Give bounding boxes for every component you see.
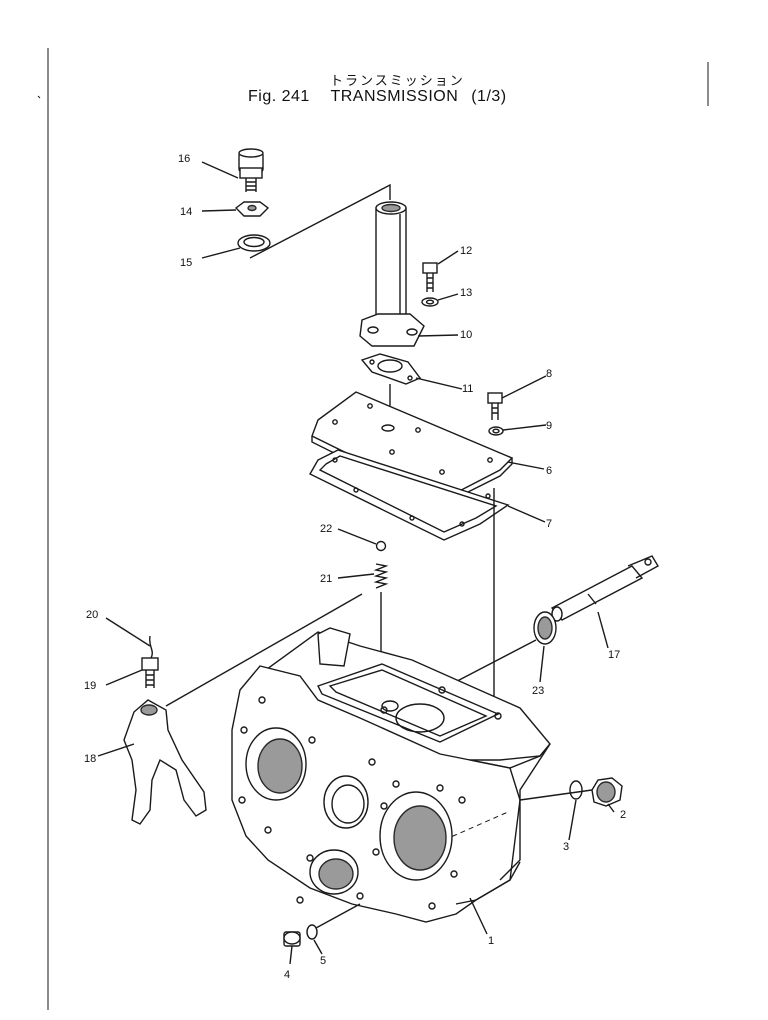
- callout-3: 3: [563, 841, 569, 853]
- callout-18: 18: [84, 753, 96, 765]
- callout-22: 22: [320, 523, 332, 535]
- page-margin-lines: [37, 48, 709, 1010]
- callout-4: 4: [284, 969, 290, 981]
- callout-9: 9: [546, 420, 552, 432]
- part-22-ball: [375, 540, 387, 552]
- callout-8: 8: [546, 368, 552, 380]
- part-3-o-ring: [569, 780, 583, 800]
- figure-number: Fig. 241: [248, 88, 310, 105]
- diagram-subtitle-japanese: トランスミッション: [330, 74, 465, 89]
- callout-15: 15: [180, 257, 192, 269]
- callout-21: 21: [320, 573, 332, 585]
- diagram-title: Fig. 241 TRANSMISSION (1/3): [248, 88, 507, 106]
- callout-6: 6: [546, 465, 552, 477]
- part-8-bolt: [487, 392, 503, 420]
- part-19-bolt: [141, 657, 159, 688]
- callout-7: 7: [546, 518, 552, 530]
- part-9-washer: [488, 426, 504, 436]
- callout-16: 16: [178, 153, 190, 165]
- figure-part: (1/3): [471, 88, 507, 105]
- part-2-plug: [591, 777, 623, 807]
- part-1-transmission-case: [231, 627, 551, 923]
- part-23-oil-seal: [533, 611, 557, 645]
- part-7-gasket: [309, 449, 510, 541]
- part-10-breather-pipe: [359, 201, 425, 347]
- callout-19: 19: [84, 680, 96, 692]
- figure-title: TRANSMISSION: [330, 88, 459, 105]
- callout-1: 1: [488, 935, 494, 947]
- callout-13: 13: [460, 287, 472, 299]
- part-13-washer: [421, 297, 439, 307]
- part-21-spring: [373, 563, 389, 589]
- callout-11: 11: [462, 383, 473, 395]
- callout-2: 2: [620, 809, 626, 821]
- callout-17: 17: [608, 649, 620, 661]
- callout-5: 5: [320, 955, 326, 967]
- callout-10: 10: [460, 329, 472, 341]
- part-17-shift-shaft: [550, 555, 659, 622]
- callout-14: 14: [180, 206, 192, 218]
- part-12-bolt: [422, 262, 438, 292]
- callout-12: 12: [460, 245, 472, 257]
- callout-23: 23: [532, 685, 544, 697]
- part-4-plug: [283, 931, 301, 947]
- callout-leader-lines: [97, 161, 615, 965]
- part-5-o-ring: [306, 924, 318, 940]
- callout-20: 20: [86, 609, 98, 621]
- part-20-lock-wire: [148, 635, 153, 661]
- part-14-nut: [234, 201, 270, 217]
- part-18-shift-fork: [123, 699, 207, 825]
- part-16-breather-cap: [238, 148, 264, 192]
- callout-labels: 1 2 3 4 5 6 7 8 9 10 11 12 13 14 15 16 1…: [84, 153, 626, 981]
- part-15-washer: [237, 234, 271, 252]
